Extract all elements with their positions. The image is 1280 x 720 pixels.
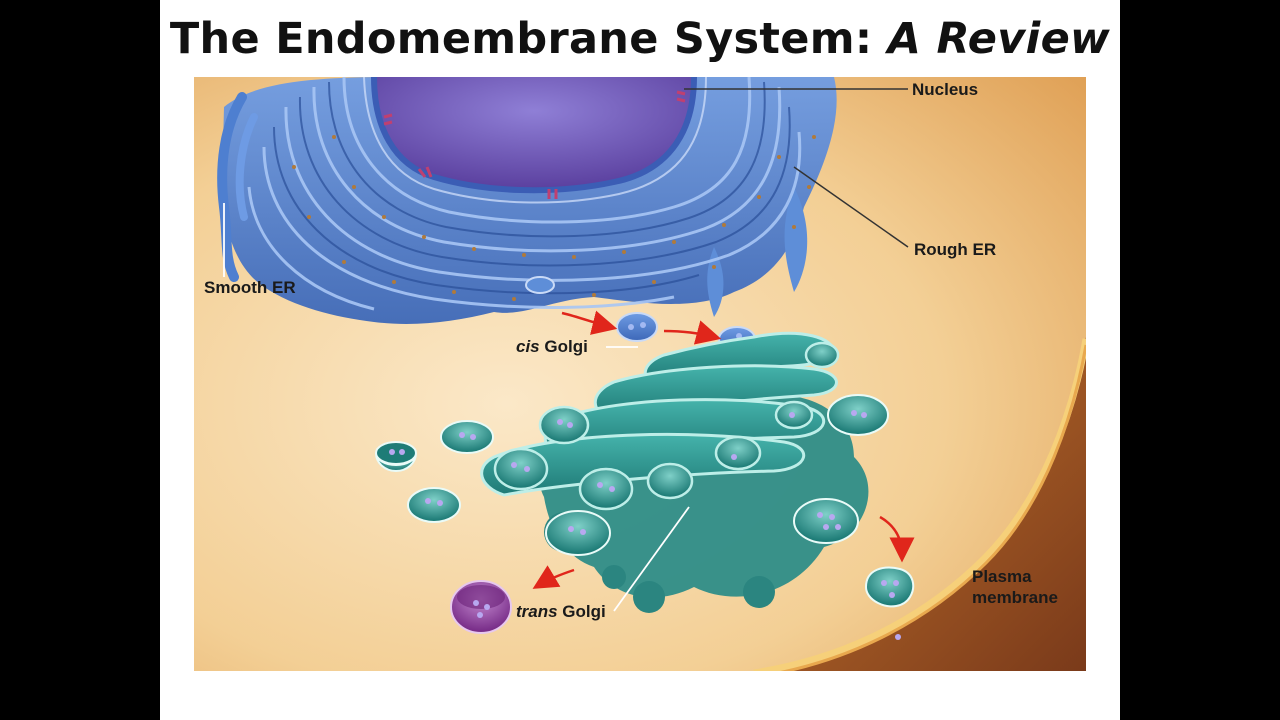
label-plasma-membrane: Plasma membrane — [972, 566, 1058, 608]
title-main: The Endomembrane System: — [170, 14, 888, 64]
slide: The Endomembrane System: A Review — [160, 0, 1120, 720]
label-trans-golgi: trans Golgi — [516, 601, 606, 622]
slide-title: The Endomembrane System: A Review — [160, 14, 1120, 64]
trans-prefix: trans — [516, 602, 558, 621]
plasma-line-2: membrane — [972, 587, 1058, 608]
label-rough-er: Rough ER — [914, 239, 996, 260]
label-smooth-er: Smooth ER — [204, 277, 296, 298]
title-emphasis: A Review — [888, 14, 1110, 64]
cell-illustration — [194, 77, 1086, 671]
trans-suffix: Golgi — [558, 602, 606, 621]
cis-prefix: cis — [516, 337, 540, 356]
label-nucleus: Nucleus — [912, 79, 978, 100]
plasma-line-1: Plasma — [972, 566, 1058, 587]
cis-suffix: Golgi — [540, 337, 588, 356]
label-cis-golgi: cis Golgi — [516, 336, 588, 357]
endomembrane-figure: Nucleus Rough ER Smooth ER cis Golgi tra… — [194, 77, 1086, 671]
